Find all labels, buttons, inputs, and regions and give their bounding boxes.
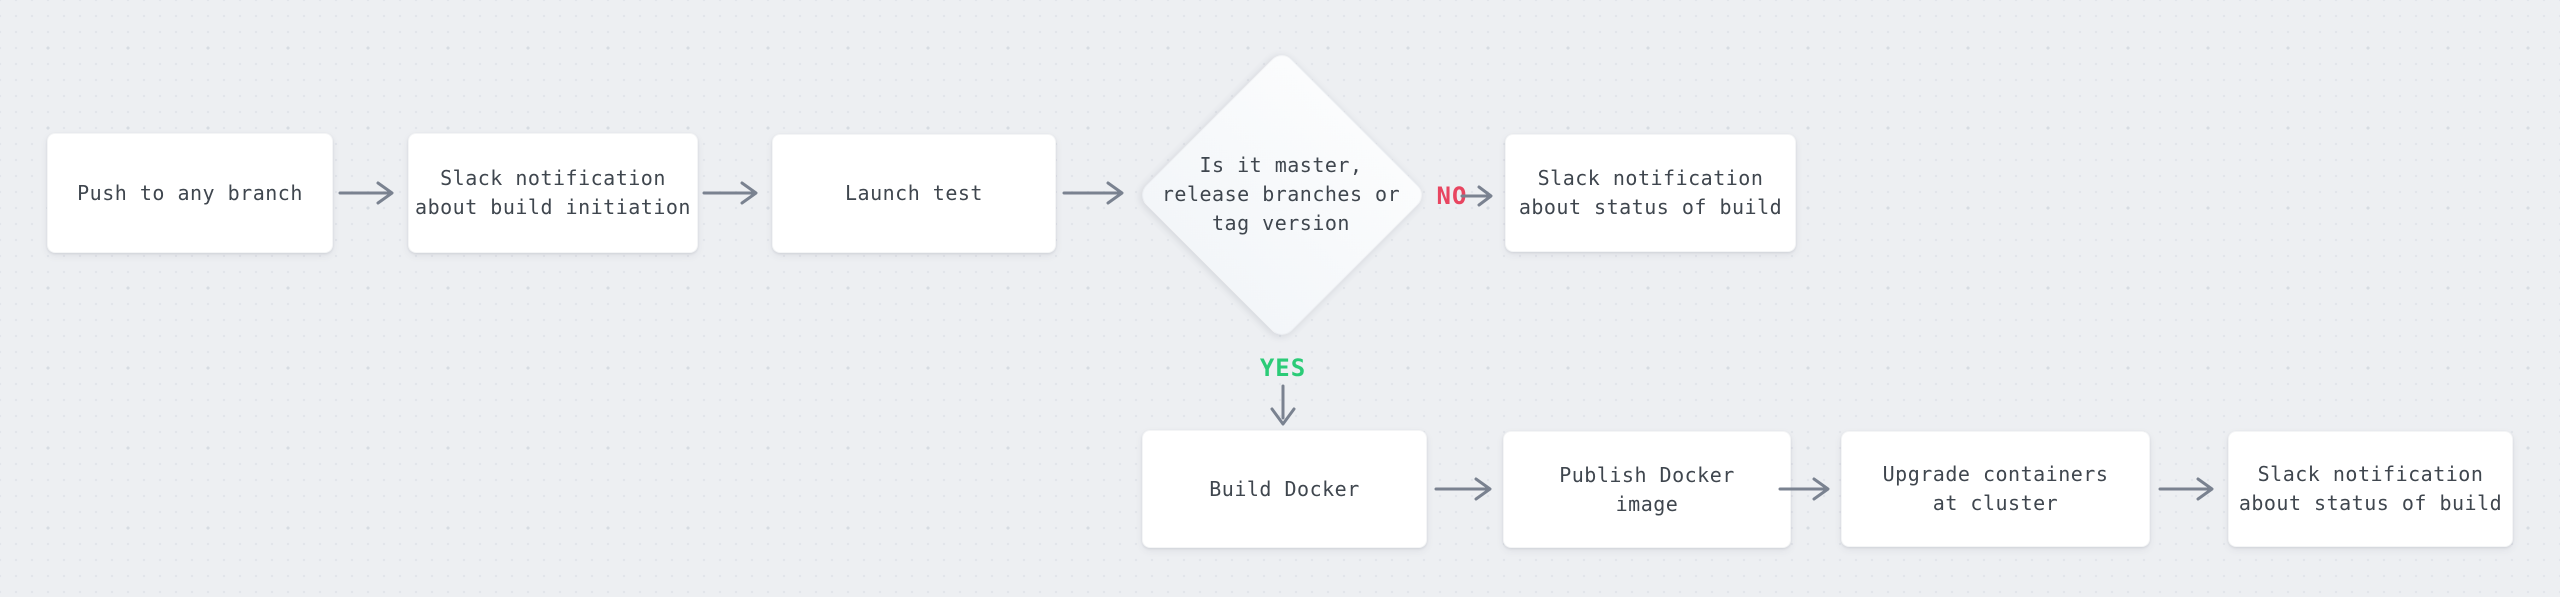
node-label: Launch test <box>845 181 983 205</box>
arrow-build-to-publish-icon <box>1434 477 1492 501</box>
node-label: Slack notification about status of build <box>1518 166 1783 219</box>
branch-label-yes: YES <box>1259 354 1307 382</box>
arrow-yes-branch-down-icon <box>1270 384 1296 426</box>
arrow-push-to-slack-icon <box>338 181 394 205</box>
arrow-publish-to-upgrade-icon <box>1778 477 1830 501</box>
arrow-upgrade-to-slack-icon <box>2158 477 2214 501</box>
node-label: Upgrade containers at cluster <box>1882 462 2109 515</box>
decision-label: Is it master, release branches or tag ve… <box>1161 152 1401 235</box>
node-is-it-master: Is it master, release branches or tag ve… <box>1131 150 1431 238</box>
node-slack-build-initiation: Slack notification about build initiatio… <box>408 133 698 253</box>
node-label: Push to any branch <box>77 180 303 205</box>
node-label: Build Docker <box>1209 476 1360 501</box>
node-publish-docker-image: Publish Docker image <box>1503 431 1791 548</box>
node-label: Slack notification about build initiatio… <box>415 166 691 219</box>
node-build-docker: Build Docker <box>1142 430 1427 548</box>
node-launch-test: Launch test <box>772 134 1056 253</box>
arrow-slack-to-launch-icon <box>702 181 758 205</box>
node-label: Slack notification about status of build <box>2238 462 2503 515</box>
arrow-launch-to-decision-icon <box>1062 181 1124 205</box>
node-upgrade-containers: Upgrade containers at cluster <box>1841 431 2150 547</box>
node-slack-status-final: Slack notification about status of build <box>2228 431 2513 547</box>
arrow-no-branch-icon <box>1460 185 1493 207</box>
node-label: Publish Docker image <box>1559 462 1735 516</box>
node-slack-status-no-branch: Slack notification about status of build <box>1505 134 1796 252</box>
node-push-to-any-branch: Push to any branch <box>47 133 333 253</box>
